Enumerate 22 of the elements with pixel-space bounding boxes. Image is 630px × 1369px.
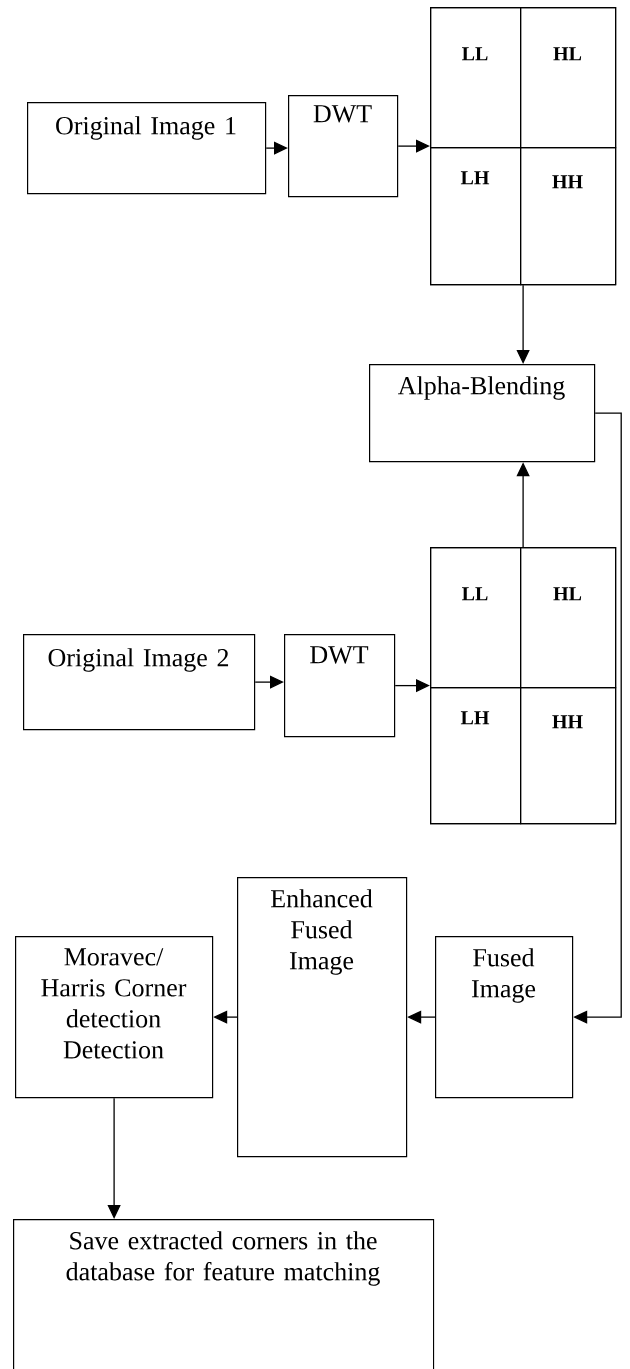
process-box: Moravec/ Harris Corner detection Detection xyxy=(15,936,214,1099)
arrow xyxy=(265,141,288,155)
process-box: Fused Image xyxy=(435,936,574,1099)
process-box: Alpha-Blending xyxy=(369,364,596,463)
process-box: Original Image 2 xyxy=(23,634,256,731)
process-box: Save extracted corners in the database for feature matching xyxy=(13,1219,435,1369)
process-box: Original Image 1 xyxy=(27,102,267,195)
arrow xyxy=(254,675,284,689)
subband-cell: HH xyxy=(520,687,617,825)
subband-cell: LH xyxy=(430,687,522,825)
process-box: DWT xyxy=(288,95,399,198)
process-box: Enhanced Fused Image xyxy=(237,877,408,1158)
subband-cell: LL xyxy=(430,7,522,149)
arrow xyxy=(516,284,530,364)
process-box: DWT xyxy=(284,634,396,738)
subband-cell: HL xyxy=(520,7,617,149)
subband-cell: HH xyxy=(520,147,617,286)
subband-cell: HL xyxy=(520,547,617,689)
arrow xyxy=(397,139,430,153)
subband-cell: LH xyxy=(430,147,522,286)
subband-cell: LL xyxy=(430,547,522,689)
arrow xyxy=(107,1097,121,1219)
